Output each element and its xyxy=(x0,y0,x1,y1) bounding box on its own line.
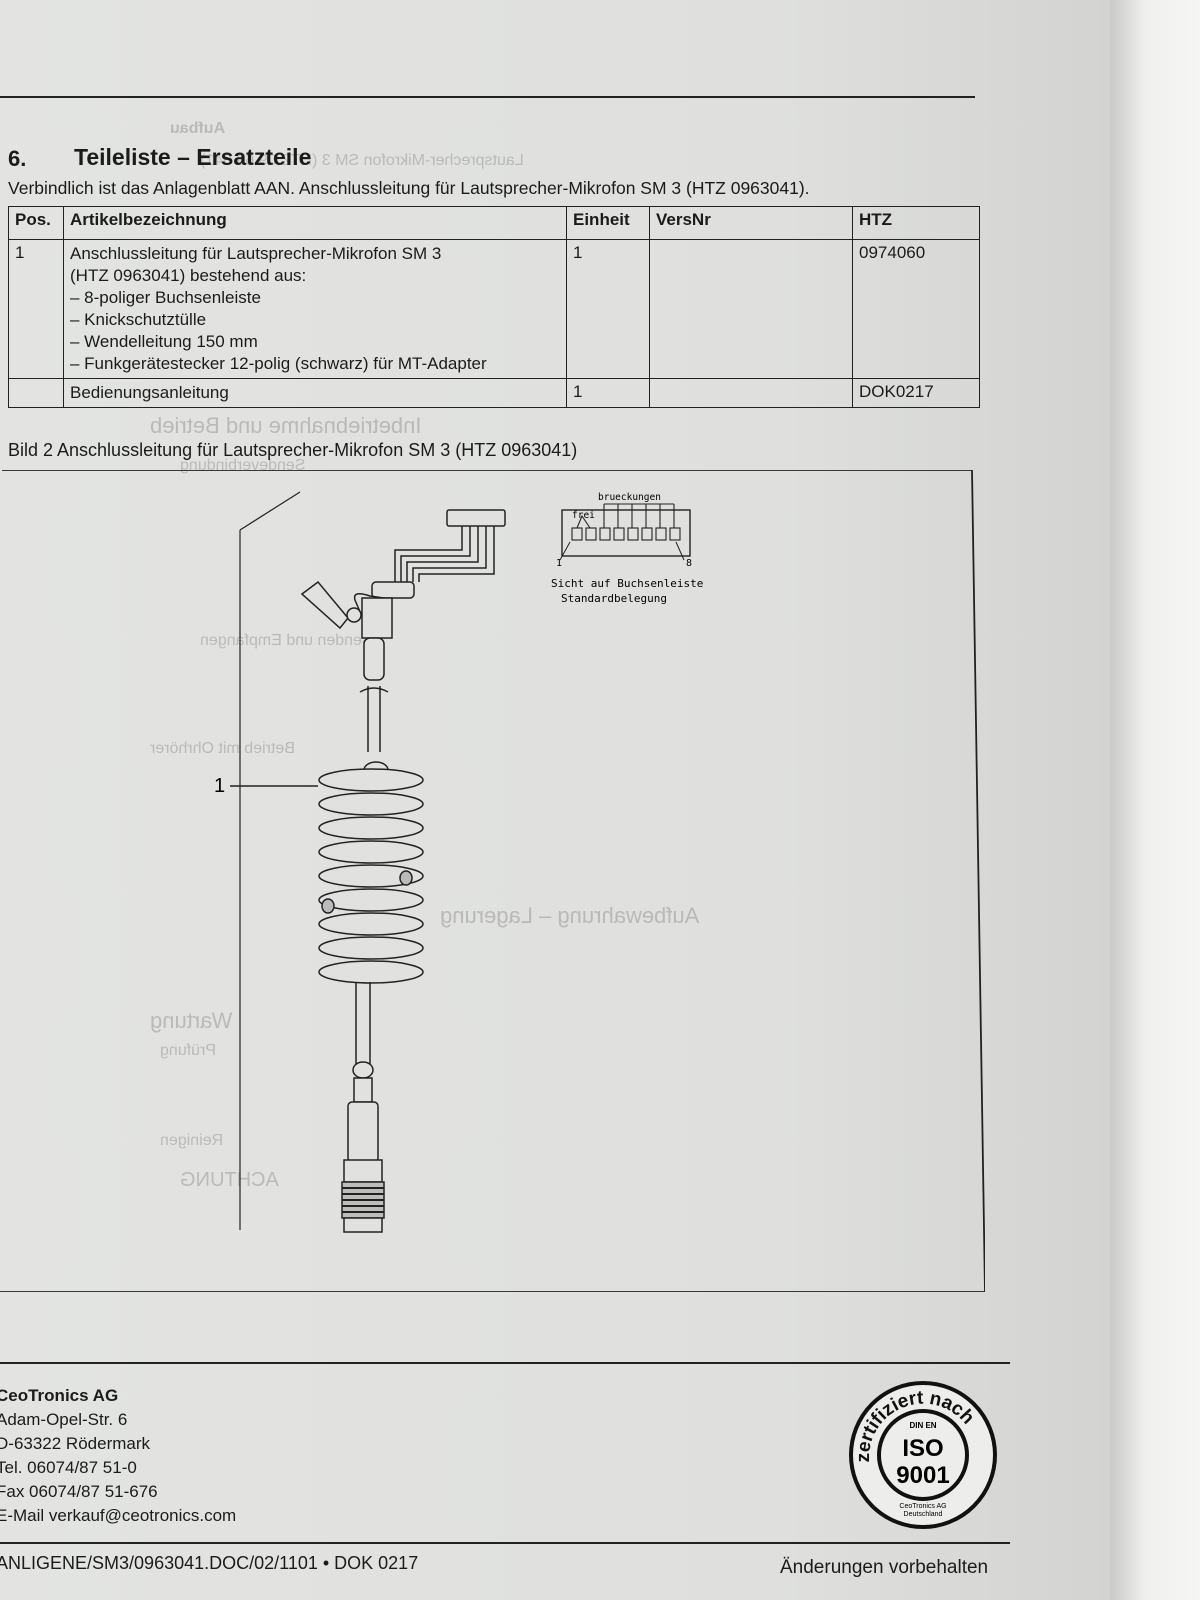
pin-8-label: 8 xyxy=(686,558,692,569)
pin-row xyxy=(571,503,681,541)
table-row: 1 Anschlussleitung für Lautsprecher-Mikr… xyxy=(8,239,980,379)
section-title: Teileliste – Ersatzteile xyxy=(74,144,312,170)
cell-versnr xyxy=(649,239,853,379)
document-page: Aufbau Lautsprecher-Mikrofon SM 3 (HTZ 0… xyxy=(0,0,1110,1600)
coil-cable xyxy=(318,686,424,1079)
company-fax: Fax 06074/87 51-676 xyxy=(0,1482,158,1501)
strain-relief xyxy=(300,580,415,681)
header-unit: Einheit xyxy=(566,206,650,240)
description-line: – Knickschutztülle xyxy=(70,310,207,329)
bridges-label: brueckungen xyxy=(598,492,661,503)
cell-unit: 1 xyxy=(566,239,650,379)
description-line: – 8-poliger Buchsenleiste xyxy=(70,288,261,307)
cell-pos: 1 xyxy=(8,239,64,379)
description-line: – Funkgerätestecker 12-polig (schwarz) f… xyxy=(70,354,487,373)
company-address: CeoTronics AG Adam-Opel-Str. 6 D-63322 R… xyxy=(0,1384,236,1528)
footer-rule-bottom xyxy=(0,1542,1010,1544)
cell-htz: DOK0217 xyxy=(852,378,980,408)
cell-pos xyxy=(8,378,64,408)
callout-number: 1 xyxy=(214,775,225,797)
svg-text:Deutschland: Deutschland xyxy=(904,1511,943,1518)
top-rule xyxy=(0,96,975,98)
cell-versnr xyxy=(649,378,853,408)
radio-plug xyxy=(341,1077,385,1233)
section-intro: Verbindlich ist das Anlagenblatt AAN. An… xyxy=(8,178,810,198)
company-phone: Tel. 06074/87 51-0 xyxy=(0,1458,137,1477)
document-reference: ANLIGENE/SM3/0963041.DOC/02/1101 • DOK 0… xyxy=(0,1553,419,1573)
section-number: 6. xyxy=(8,146,27,171)
cell-unit: 1 xyxy=(566,378,650,408)
page-edge-background xyxy=(1110,0,1200,1600)
company-email: E-Mail verkauf@ceotronics.com xyxy=(0,1506,237,1525)
parts-table: Pos. Artikelbezeichnung Einheit VersNr H… xyxy=(8,206,980,408)
changes-reserved-note: Änderungen vorbehalten xyxy=(780,1557,989,1578)
cable-diagram: brueckungen frei 1 8 Sicht auf Buchsenle… xyxy=(0,470,985,1292)
outline-bracket xyxy=(239,491,301,1230)
description-line: – Wendelleitung 150 mm xyxy=(70,332,258,351)
company-street: Adam-Opel-Str. 6 xyxy=(0,1410,128,1429)
header-article: Artikelbezeichnung xyxy=(63,206,567,240)
socket-strip xyxy=(394,509,506,582)
footer-rule xyxy=(0,1362,1010,1364)
header-pos: Pos. xyxy=(8,206,64,240)
svg-text:DIN EN: DIN EN xyxy=(909,1421,936,1430)
cell-description: Anschlussleitung für Lautsprecher-Mikrof… xyxy=(63,239,567,379)
pin-1-label: 1 xyxy=(556,558,562,569)
standard-label: Standardbelegung xyxy=(561,592,667,605)
cell-htz: 0974060 xyxy=(852,239,980,379)
header-htz: HTZ xyxy=(852,206,980,240)
header-versnr: VersNr xyxy=(649,206,853,240)
connector-outline xyxy=(561,509,691,557)
figure-caption: Bild 2 Anschlussleitung für Lautsprecher… xyxy=(8,440,578,460)
table-row: Bedienungsanleitung 1 DOK0217 xyxy=(8,378,980,408)
figure-frame xyxy=(0,470,985,1292)
svg-text:CeoTronics AG: CeoTronics AG xyxy=(899,1503,946,1510)
svg-text:9001: 9001 xyxy=(896,1462,949,1489)
view-label: Sicht auf Buchsenleiste xyxy=(551,577,703,590)
cell-description: Bedienungsanleitung xyxy=(63,378,567,408)
company-city: D-63322 Rödermark xyxy=(0,1434,151,1453)
description-line: Anschlussleitung für Lautsprecher-Mikrof… xyxy=(70,244,442,263)
description-line: Bedienungsanleitung xyxy=(70,383,229,402)
description-line: (HTZ 0963041) bestehend aus: xyxy=(70,266,307,285)
table-header-row: Pos. Artikelbezeichnung Einheit VersNr H… xyxy=(8,206,980,240)
free-label: frei xyxy=(572,510,595,521)
pinout-detail: brueckungen frei 1 8 Sicht auf Buchsenle… xyxy=(551,492,703,605)
company-name: CeoTronics AG xyxy=(0,1386,119,1405)
svg-text:ISO: ISO xyxy=(902,1435,943,1462)
iso-certification-seal: zertifiziert nach DIN EN ISO 9001 CeoTro… xyxy=(849,1381,997,1529)
